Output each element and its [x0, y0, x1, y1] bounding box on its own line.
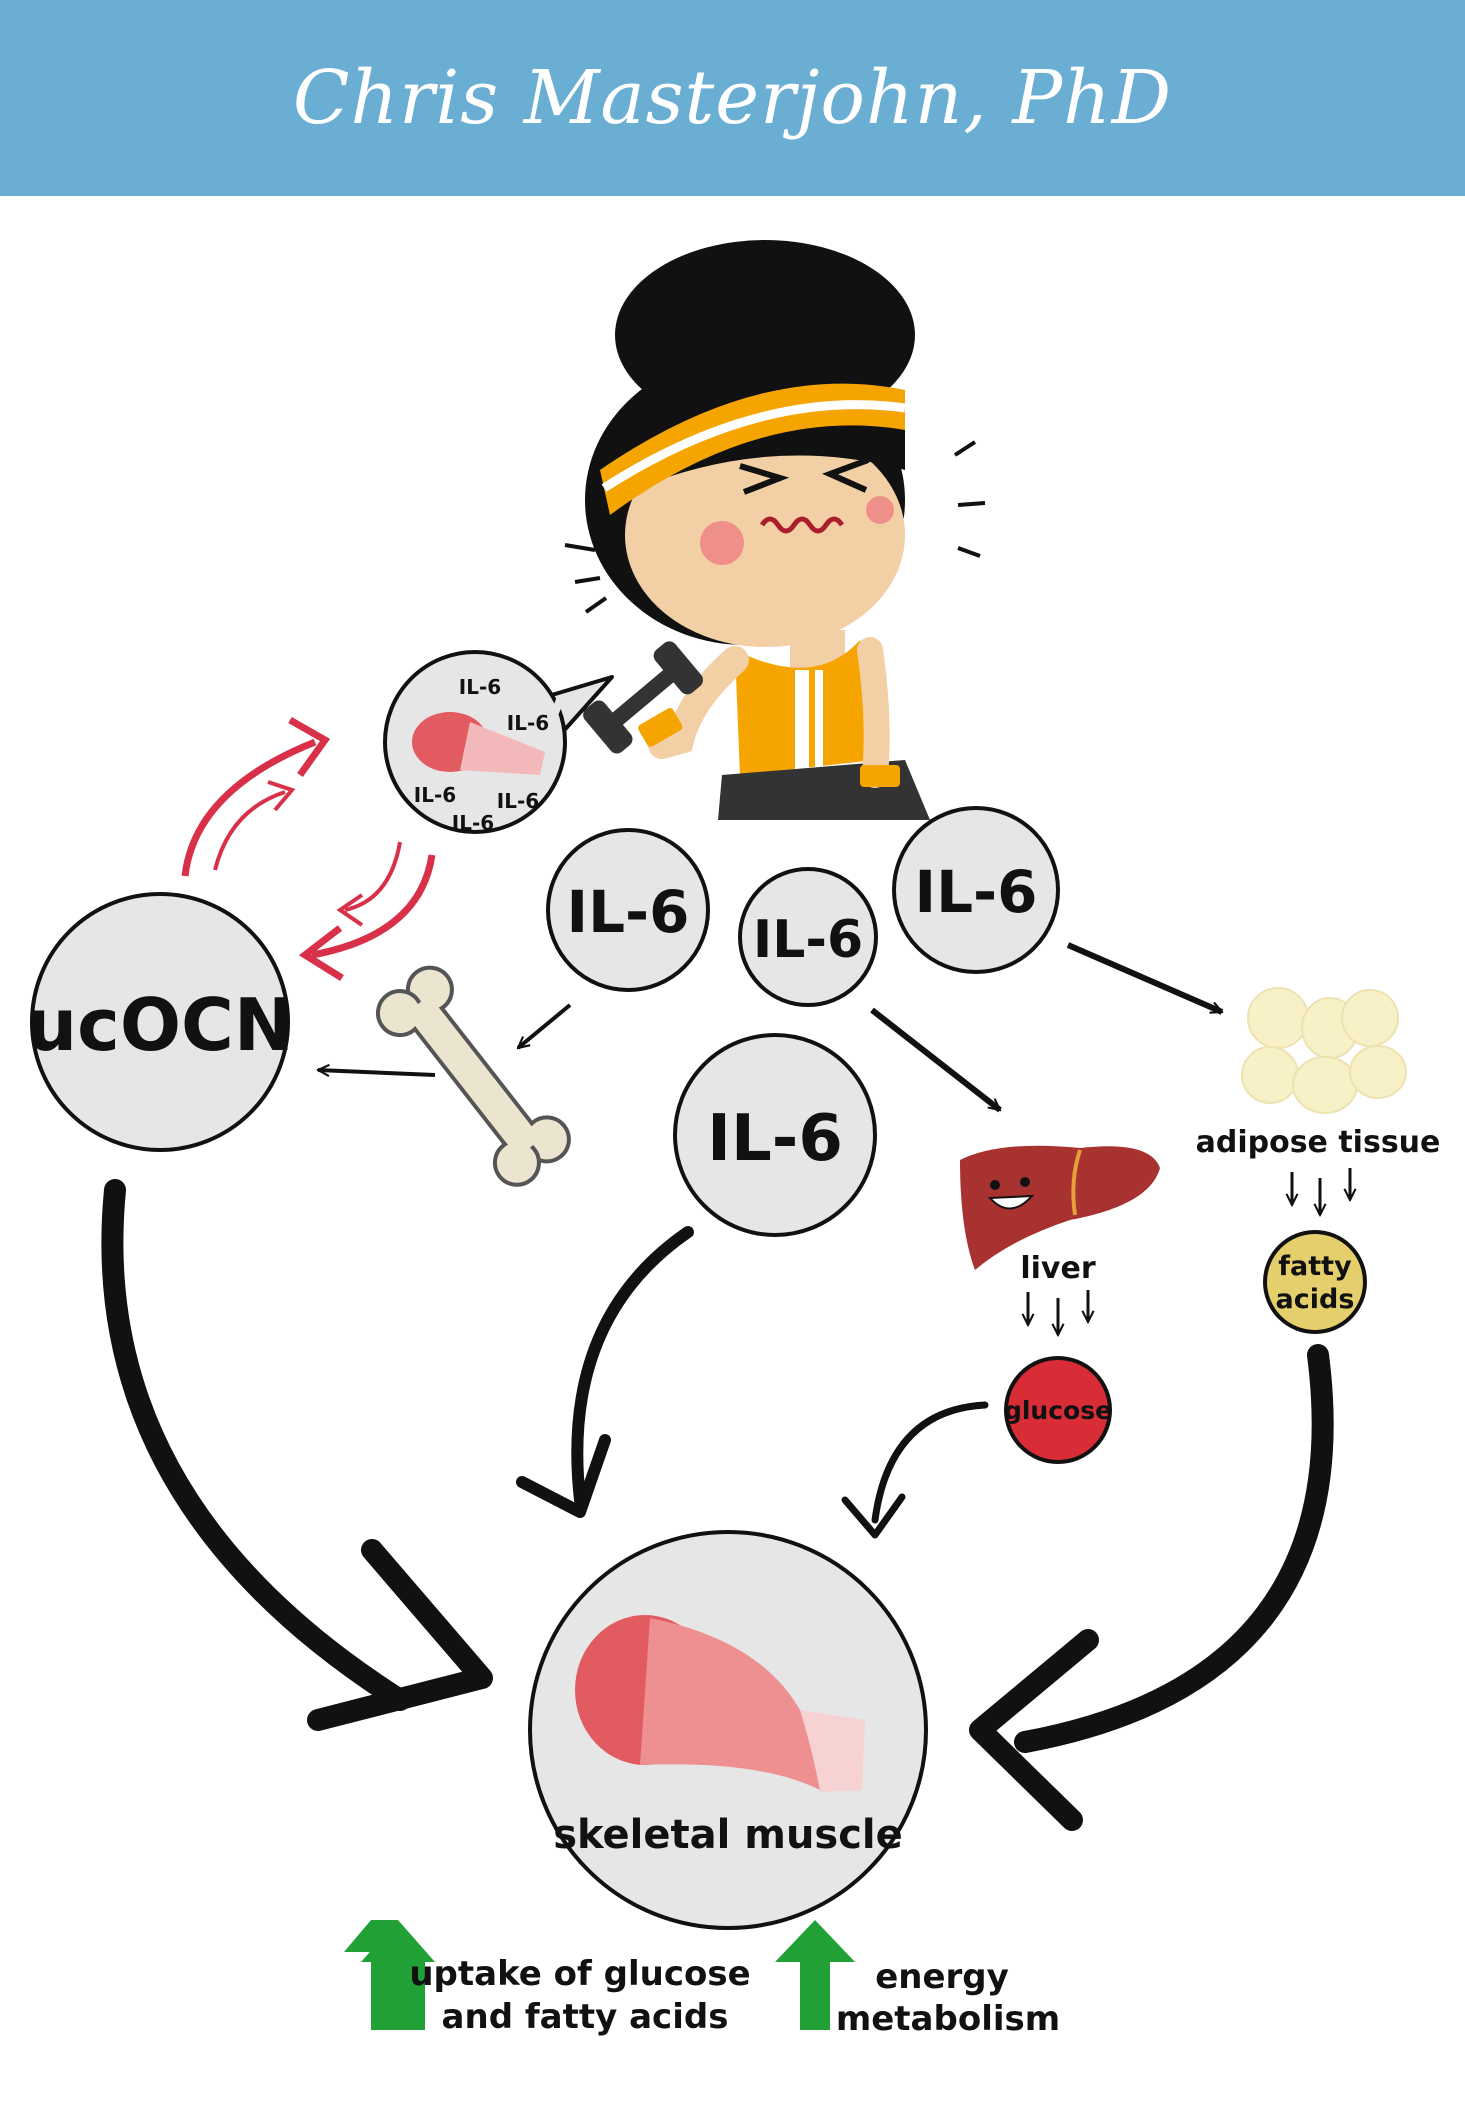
fatty-acids-label-line1: fatty — [1278, 1251, 1352, 1282]
header-banner: Chris Masterjohn, PhD — [0, 0, 1465, 196]
exercising-woman-illustration — [564, 240, 986, 820]
liver-icon — [960, 1145, 1160, 1270]
bubble-il6-label: IL-6 — [497, 789, 539, 813]
il6-label-b: IL-6 — [753, 910, 863, 970]
bone-icon — [375, 965, 571, 1187]
liver-label: liver — [1020, 1251, 1095, 1286]
up-arrow-icon — [344, 1920, 425, 2030]
ucocn-label: ucOCN — [26, 983, 294, 1067]
skeletal-muscle-node: skeletal muscle — [528, 1530, 928, 1930]
bubble-il6-label: IL-6 — [414, 783, 456, 807]
red-feedback-arrows — [181, 716, 436, 981]
outcome-uptake: uptake of glucose and fatty acids — [344, 1920, 751, 2037]
il6-label-a: IL-6 — [567, 878, 690, 946]
fatty-acids-node: fatty acids — [1263, 1230, 1367, 1334]
uptake-label-line2: and fatty acids — [442, 1997, 729, 2037]
il6-node-a: IL-6 — [546, 828, 710, 992]
glucose-node: glucose — [1004, 1356, 1112, 1464]
liver-release-arrows — [1028, 1290, 1088, 1335]
bubble-il6-label: IL-6 — [507, 711, 549, 735]
adipose-tissue-icon — [1241, 987, 1407, 1114]
ucocn-node: ucOCN — [26, 892, 294, 1152]
uptake-label-line1: uptake of glucose — [409, 1954, 750, 1994]
adipose-tissue-label: adipose tissue — [1196, 1125, 1441, 1160]
up-arrow-icon — [775, 1920, 855, 2030]
fatty-acids-label-line2: acids — [1276, 1284, 1355, 1315]
il6-node-b: IL-6 — [738, 867, 878, 1007]
skeletal-muscle-label: skeletal muscle — [553, 1812, 903, 1858]
outcome-energy: energy metabolism — [775, 1920, 1060, 2039]
flow-arrows-to-muscle — [101, 1179, 1334, 1831]
il6-label-c: IL-6 — [915, 858, 1038, 926]
il6-node-c: IL-6 — [892, 806, 1060, 974]
skeletal-muscle-icon — [575, 1615, 865, 1792]
adipose-release-arrows — [1292, 1168, 1350, 1215]
signal-arrows — [318, 942, 1222, 1113]
energy-label-line2: metabolism — [836, 1999, 1060, 2039]
small-muscle-icon — [412, 712, 545, 775]
il6-node-d: IL-6 — [673, 1033, 877, 1237]
il6-speech-bubble: IL-6 IL-6 IL-6 IL-6 IL-6 — [383, 650, 614, 835]
glucose-label: glucose — [1004, 1396, 1112, 1425]
energy-label-line1: energy — [875, 1957, 1009, 1997]
bubble-il6-label: IL-6 — [459, 675, 501, 699]
author-title: Chris Masterjohn, PhD — [292, 55, 1173, 141]
bubble-il6-label: IL-6 — [452, 811, 494, 835]
il6-label-d: IL-6 — [707, 1102, 843, 1176]
